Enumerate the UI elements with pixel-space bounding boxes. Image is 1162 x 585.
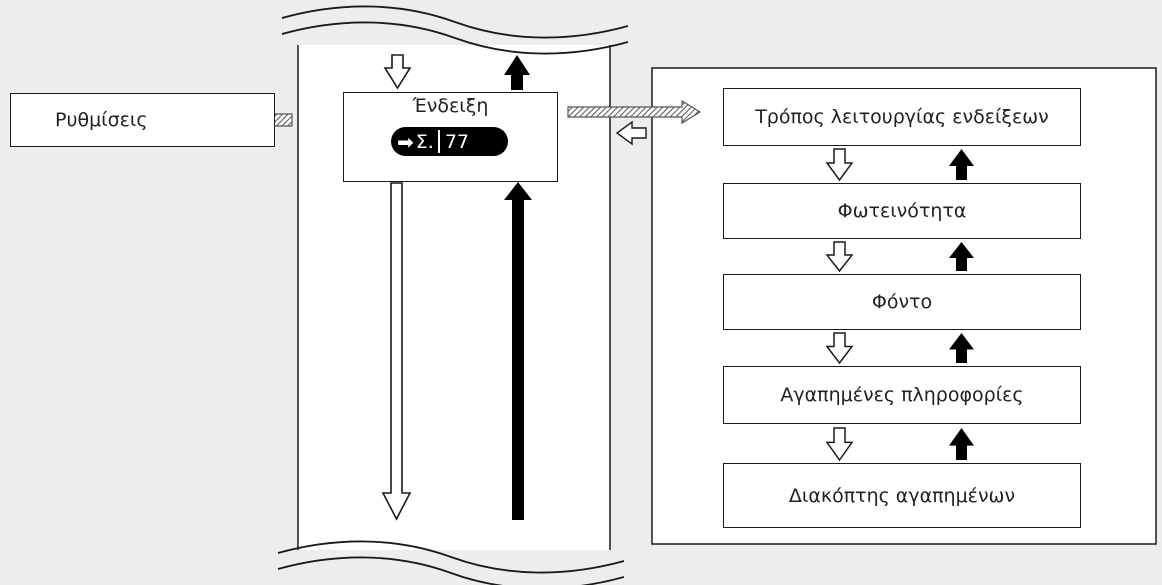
settings-label: Ρυθμίσεις: [55, 109, 148, 131]
arrow-up-solid-icon: [504, 55, 530, 90]
badge-letter: Σ.: [415, 130, 434, 153]
menu-item-display-mode[interactable]: Τρόπος λειτουργίας ενδείξεων: [723, 88, 1081, 146]
settings-box[interactable]: Ρυθμίσεις: [10, 93, 275, 147]
arrow-up-solid-icon: [949, 428, 974, 460]
arrow-up-solid-icon: [949, 149, 974, 180]
arrow-down-outline-icon: [825, 427, 854, 462]
arrow-left-outline-icon: [615, 120, 647, 146]
arrow-up-solid-icon: [949, 242, 974, 271]
arrow-down-outline-icon: [381, 182, 412, 521]
menu-item-label: Αγαπημένες πληροφορίες: [780, 384, 1024, 406]
arrow-down-outline-icon: [383, 54, 412, 90]
arrow-right-hatched-icon: [567, 99, 702, 125]
arrow-down-outline-icon: [825, 241, 854, 273]
menu-item-background[interactable]: Φόντο: [723, 274, 1081, 330]
menu-item-label: Φωτεινότητα: [837, 200, 967, 222]
menu-item-favorite-info[interactable]: Αγαπημένες πληροφορίες: [723, 366, 1081, 424]
arrow-up-solid-icon: [949, 333, 974, 363]
menu-item-favorite-switch[interactable]: Διακόπτης αγαπημένων: [723, 463, 1081, 528]
menu-item-label: Διακόπτης αγαπημένων: [788, 484, 1016, 507]
break-wave-icon: [281, 5, 629, 55]
arrow-down-outline-icon: [825, 332, 854, 365]
display-box[interactable]: Ένδειξη ➡ Σ. 77: [343, 92, 558, 182]
arrow-up-solid-icon: [504, 182, 532, 520]
display-badge: ➡ Σ. 77: [391, 127, 508, 156]
badge-divider: [437, 130, 440, 153]
arrow-down-outline-icon: [825, 148, 854, 182]
badge-value: 77: [444, 130, 469, 153]
arrow-right-icon: ➡: [397, 129, 414, 154]
menu-item-label: Τρόπος λειτουργίας ενδείξεων: [755, 106, 1049, 128]
display-title: Ένδειξη: [412, 95, 489, 117]
break-wave-icon: [277, 540, 625, 585]
menu-item-label: Φόντο: [871, 291, 933, 313]
menu-item-brightness[interactable]: Φωτεινότητα: [723, 183, 1081, 239]
